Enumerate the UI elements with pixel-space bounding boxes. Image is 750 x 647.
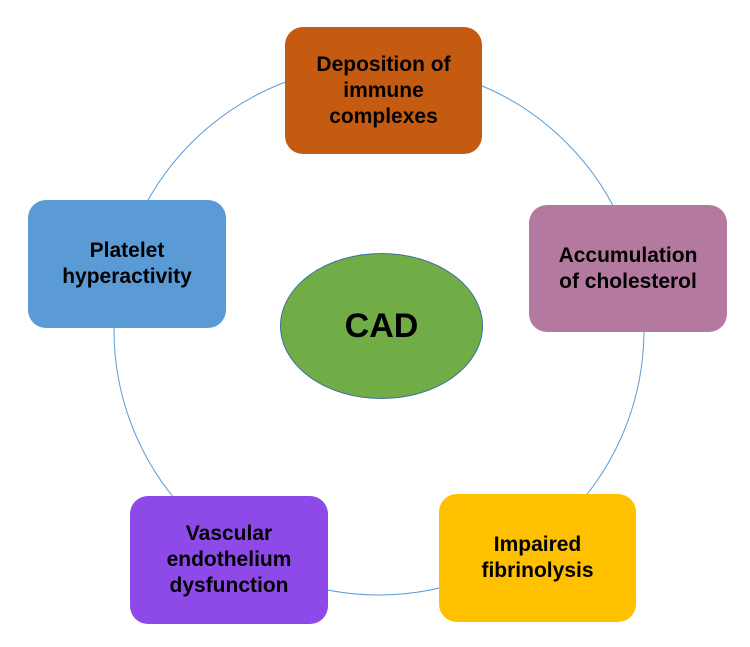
node-impaired-fibrinolysis: Impaired fibrinolysis bbox=[439, 494, 636, 622]
center-cad-ellipse: CAD bbox=[280, 253, 483, 399]
node-endothelium-dysfunction: Vascular endothelium dysfunction bbox=[130, 496, 328, 624]
node-platelet-hyperactivity: Platelet hyperactivity bbox=[28, 200, 226, 328]
node-immune-complexes: Deposition of immune complexes bbox=[285, 27, 482, 154]
node-immune-complexes-label: Deposition of immune complexes bbox=[316, 52, 451, 128]
center-cad-label: CAD bbox=[344, 306, 419, 345]
node-impaired-fibrinolysis-label: Impaired fibrinolysis bbox=[481, 533, 594, 582]
node-cholesterol-accumulation: Accumulation of cholesterol bbox=[529, 205, 727, 332]
node-platelet-hyperactivity-label: Platelet hyperactivity bbox=[62, 239, 192, 288]
node-endothelium-dysfunction-label: Vascular endothelium dysfunction bbox=[166, 522, 292, 597]
node-cholesterol-accumulation-label: Accumulation of cholesterol bbox=[558, 243, 698, 293]
